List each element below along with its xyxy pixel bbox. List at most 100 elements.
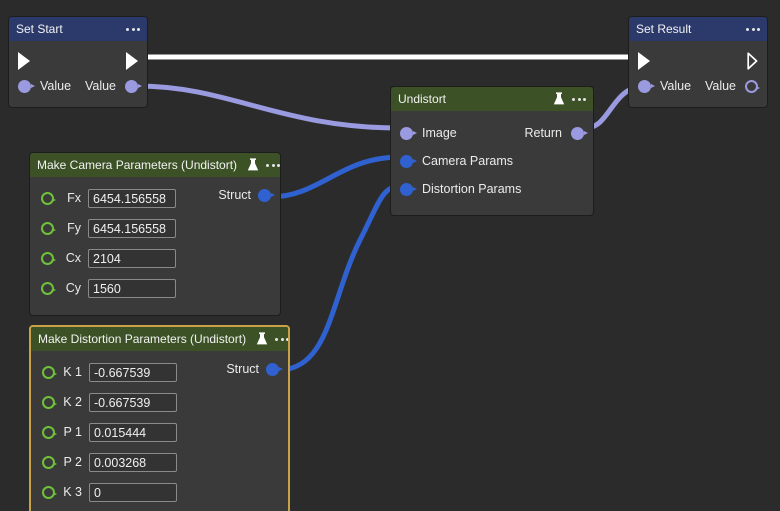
wire-camera-struct-to-undistort	[269, 154, 401, 200]
flask-icon	[247, 158, 259, 172]
struct-output-label: Struct	[226, 362, 259, 376]
node-body: Image Return Camera Params Distortion Pa…	[391, 111, 593, 215]
struct-output-row: Struct	[218, 188, 275, 202]
field-input-port[interactable]	[42, 395, 57, 409]
ellipsis-icon[interactable]	[570, 97, 586, 101]
field-row: Fy 6454.156558	[30, 213, 280, 243]
node-title: Make Distortion Parameters (Undistort)	[38, 332, 247, 346]
distortion-params-input-port[interactable]	[400, 182, 417, 196]
exec-row	[9, 48, 147, 74]
field-label: Fy	[67, 221, 81, 235]
field-input-port[interactable]	[41, 251, 56, 265]
field-input-port[interactable]	[41, 191, 56, 205]
exec-out-arrow-icon[interactable]	[126, 52, 138, 70]
node-body: Value Value	[629, 41, 767, 107]
node-set-start[interactable]: Set Start Value Value	[8, 16, 148, 108]
field-row: Cy 1560	[30, 273, 280, 303]
value-out-port[interactable]	[125, 79, 142, 93]
node-title: Make Camera Parameters (Undistort)	[37, 158, 238, 172]
fy-input[interactable]: 6454.156558	[88, 218, 176, 238]
node-set-result[interactable]: Set Result Value Value	[628, 16, 768, 108]
flask-icon	[553, 92, 565, 106]
field-label: Cx	[65, 251, 81, 265]
struct-output-label: Struct	[218, 188, 251, 202]
field-label: P 2	[63, 455, 82, 469]
p1-input[interactable]: 0.015444	[89, 422, 177, 442]
field-row: P 1 0.015444	[31, 417, 288, 447]
ellipsis-icon[interactable]	[744, 27, 760, 31]
value-in-label: Value	[660, 79, 692, 93]
value-out-label: Value	[704, 79, 736, 93]
port-row-distortion-params: Distortion Params	[391, 175, 593, 203]
camera-params-label: Camera Params	[422, 154, 513, 168]
struct-output-port[interactable]	[266, 362, 283, 376]
cx-input[interactable]: 2104	[88, 248, 176, 268]
ellipsis-icon[interactable]	[273, 337, 288, 341]
distortion-params-label: Distortion Params	[422, 182, 522, 196]
field-input-port[interactable]	[41, 281, 56, 295]
value-row: Value Value	[629, 74, 767, 98]
ellipsis-icon[interactable]	[124, 27, 140, 31]
field-label: K 2	[63, 395, 82, 409]
value-out-label: Value	[84, 79, 116, 93]
value-row: Value Value	[9, 74, 147, 98]
node-make-camera-parameters[interactable]: Make Camera Parameters (Undistort) Struc…	[29, 152, 281, 316]
node-title: Set Result	[636, 22, 692, 36]
node-title: Undistort	[398, 92, 447, 106]
node-make-distortion-parameters[interactable]: Make Distortion Parameters (Undistort) S…	[29, 325, 290, 511]
value-out-port[interactable]	[745, 79, 760, 93]
port-row-camera-params: Camera Params	[391, 147, 593, 175]
field-row: K 3 0	[31, 477, 288, 507]
node-body: Struct K 1 -0.667539 K 2 -0.667539 P 1 0…	[31, 351, 288, 511]
field-label: Fx	[67, 191, 81, 205]
exec-row	[629, 48, 767, 74]
ellipsis-icon[interactable]	[264, 163, 280, 167]
p2-input[interactable]: 0.003268	[89, 452, 177, 472]
k3-input[interactable]: 0	[89, 482, 177, 502]
wire-distortion-struct-to-undistort	[277, 183, 401, 373]
wire-value-to-image	[136, 83, 401, 131]
node-title: Set Start	[16, 22, 63, 36]
cy-input[interactable]: 1560	[88, 278, 176, 298]
return-output-port[interactable]	[571, 126, 588, 140]
image-input-label: Image	[422, 126, 457, 140]
k1-input[interactable]: -0.667539	[89, 362, 177, 382]
node-header[interactable]: Set Result	[629, 17, 767, 41]
field-input-port[interactable]	[41, 221, 56, 235]
node-body: Struct Fx 6454.156558 Fy 6454.156558 Cx …	[30, 177, 280, 315]
node-header[interactable]: Make Distortion Parameters (Undistort)	[31, 327, 288, 351]
image-input-port[interactable]	[400, 126, 417, 140]
node-body: Value Value	[9, 41, 147, 107]
field-input-port[interactable]	[42, 365, 57, 379]
node-header[interactable]: Set Start	[9, 17, 147, 41]
port-row-image: Image Return	[391, 119, 593, 147]
node-header[interactable]: Undistort	[391, 87, 593, 111]
node-header[interactable]: Make Camera Parameters (Undistort)	[30, 153, 280, 177]
field-label: P 1	[63, 425, 82, 439]
exec-out-arrow-icon[interactable]	[747, 52, 758, 70]
flask-icon	[256, 332, 268, 346]
field-row: Fx 6454.156558	[30, 183, 280, 213]
field-input-port[interactable]	[42, 425, 57, 439]
fx-input[interactable]: 6454.156558	[88, 188, 176, 208]
field-label: K 1	[63, 365, 82, 379]
field-row: K 1 -0.667539	[31, 357, 288, 387]
value-in-port[interactable]	[18, 79, 35, 93]
struct-output-row: Struct	[226, 362, 283, 376]
field-label: Cy	[65, 281, 81, 295]
field-input-port[interactable]	[42, 455, 57, 469]
value-in-port[interactable]	[638, 79, 655, 93]
struct-output-port[interactable]	[258, 188, 275, 202]
node-undistort[interactable]: Undistort Image Return Camera Params Dis…	[390, 86, 594, 216]
k2-input[interactable]: -0.667539	[89, 392, 177, 412]
field-row: K 2 -0.667539	[31, 387, 288, 417]
field-label: K 3	[63, 485, 82, 499]
exec-in-arrow-icon[interactable]	[18, 52, 30, 70]
return-output-label: Return	[524, 126, 562, 140]
field-input-port[interactable]	[42, 485, 57, 499]
field-row: Cx 2104	[30, 243, 280, 273]
field-row: P 2 0.003268	[31, 447, 288, 477]
camera-params-input-port[interactable]	[400, 154, 417, 168]
exec-in-arrow-icon[interactable]	[638, 52, 650, 70]
